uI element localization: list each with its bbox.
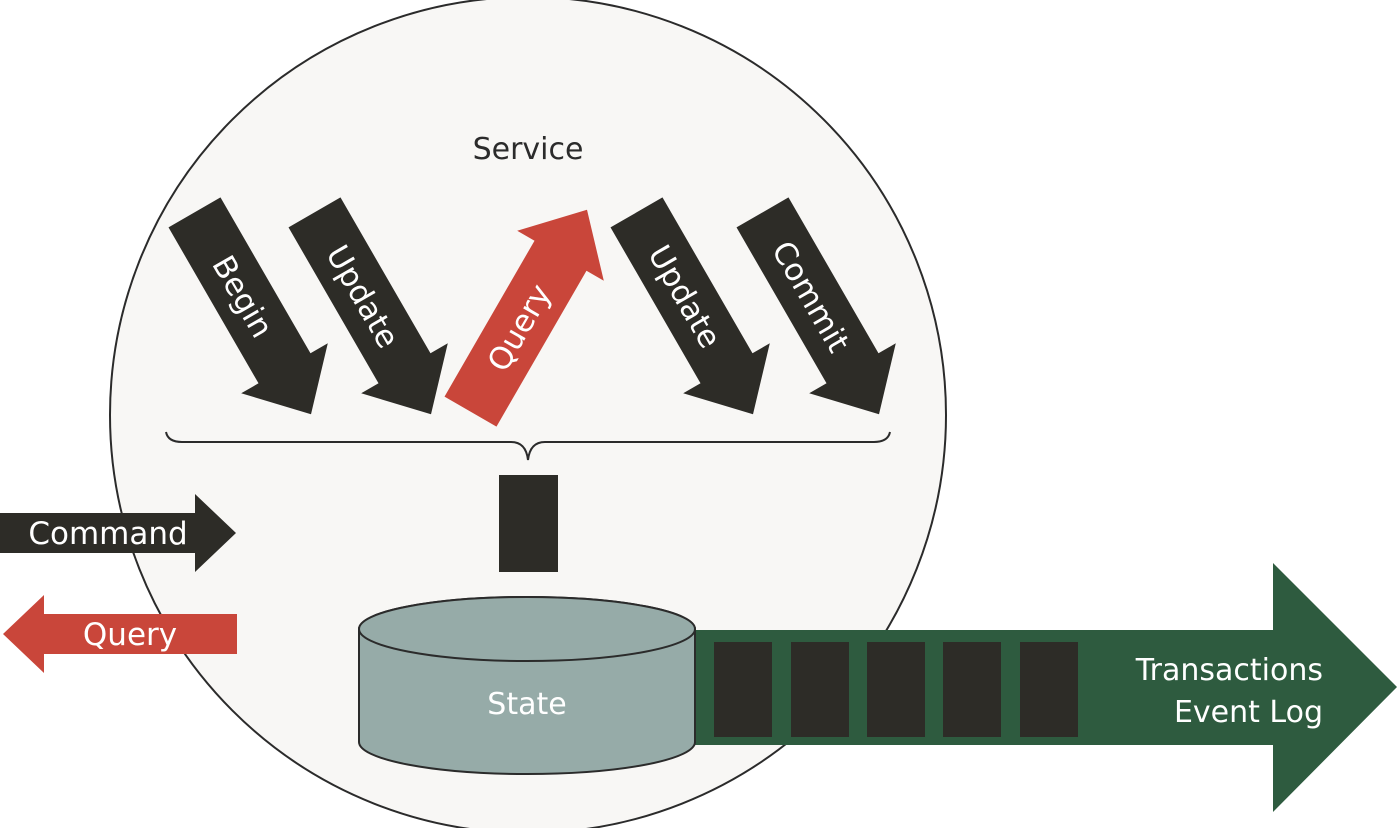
arrow-shape — [444, 209, 604, 427]
query-out-arrow-label: Query — [83, 617, 177, 653]
event-block — [1020, 642, 1078, 737]
command-arrow: Command — [0, 494, 236, 572]
event-log-label-line2: Event Log — [1174, 695, 1323, 730]
arrow-shape — [610, 197, 770, 415]
arrow-shape — [288, 197, 448, 415]
state-cylinder-top — [358, 596, 696, 662]
event-log-label-line1: Transactions — [1135, 653, 1323, 688]
transaction-arrow-query: Query — [444, 209, 604, 427]
event-block — [714, 642, 772, 737]
transaction-block — [499, 475, 558, 572]
service-circle — [109, 0, 947, 828]
arrow-shape — [168, 197, 328, 415]
event-block — [791, 642, 849, 737]
grouping-brace — [165, 431, 891, 461]
event-log-arrow: Transactions Event Log — [640, 563, 1397, 812]
arrow-shape — [640, 563, 1397, 812]
query-out-arrow: Query — [3, 595, 237, 673]
event-block — [867, 642, 925, 737]
state-label: State — [487, 687, 566, 722]
service-label: Service — [473, 132, 584, 167]
state-database: State — [358, 596, 696, 775]
transaction-arrow-update: Update — [288, 197, 448, 415]
arrow-shape — [736, 197, 896, 415]
event-block — [943, 642, 1001, 737]
arrow-shape — [0, 494, 236, 572]
arrow-shape — [3, 595, 237, 673]
command-arrow-label: Command — [28, 516, 187, 552]
